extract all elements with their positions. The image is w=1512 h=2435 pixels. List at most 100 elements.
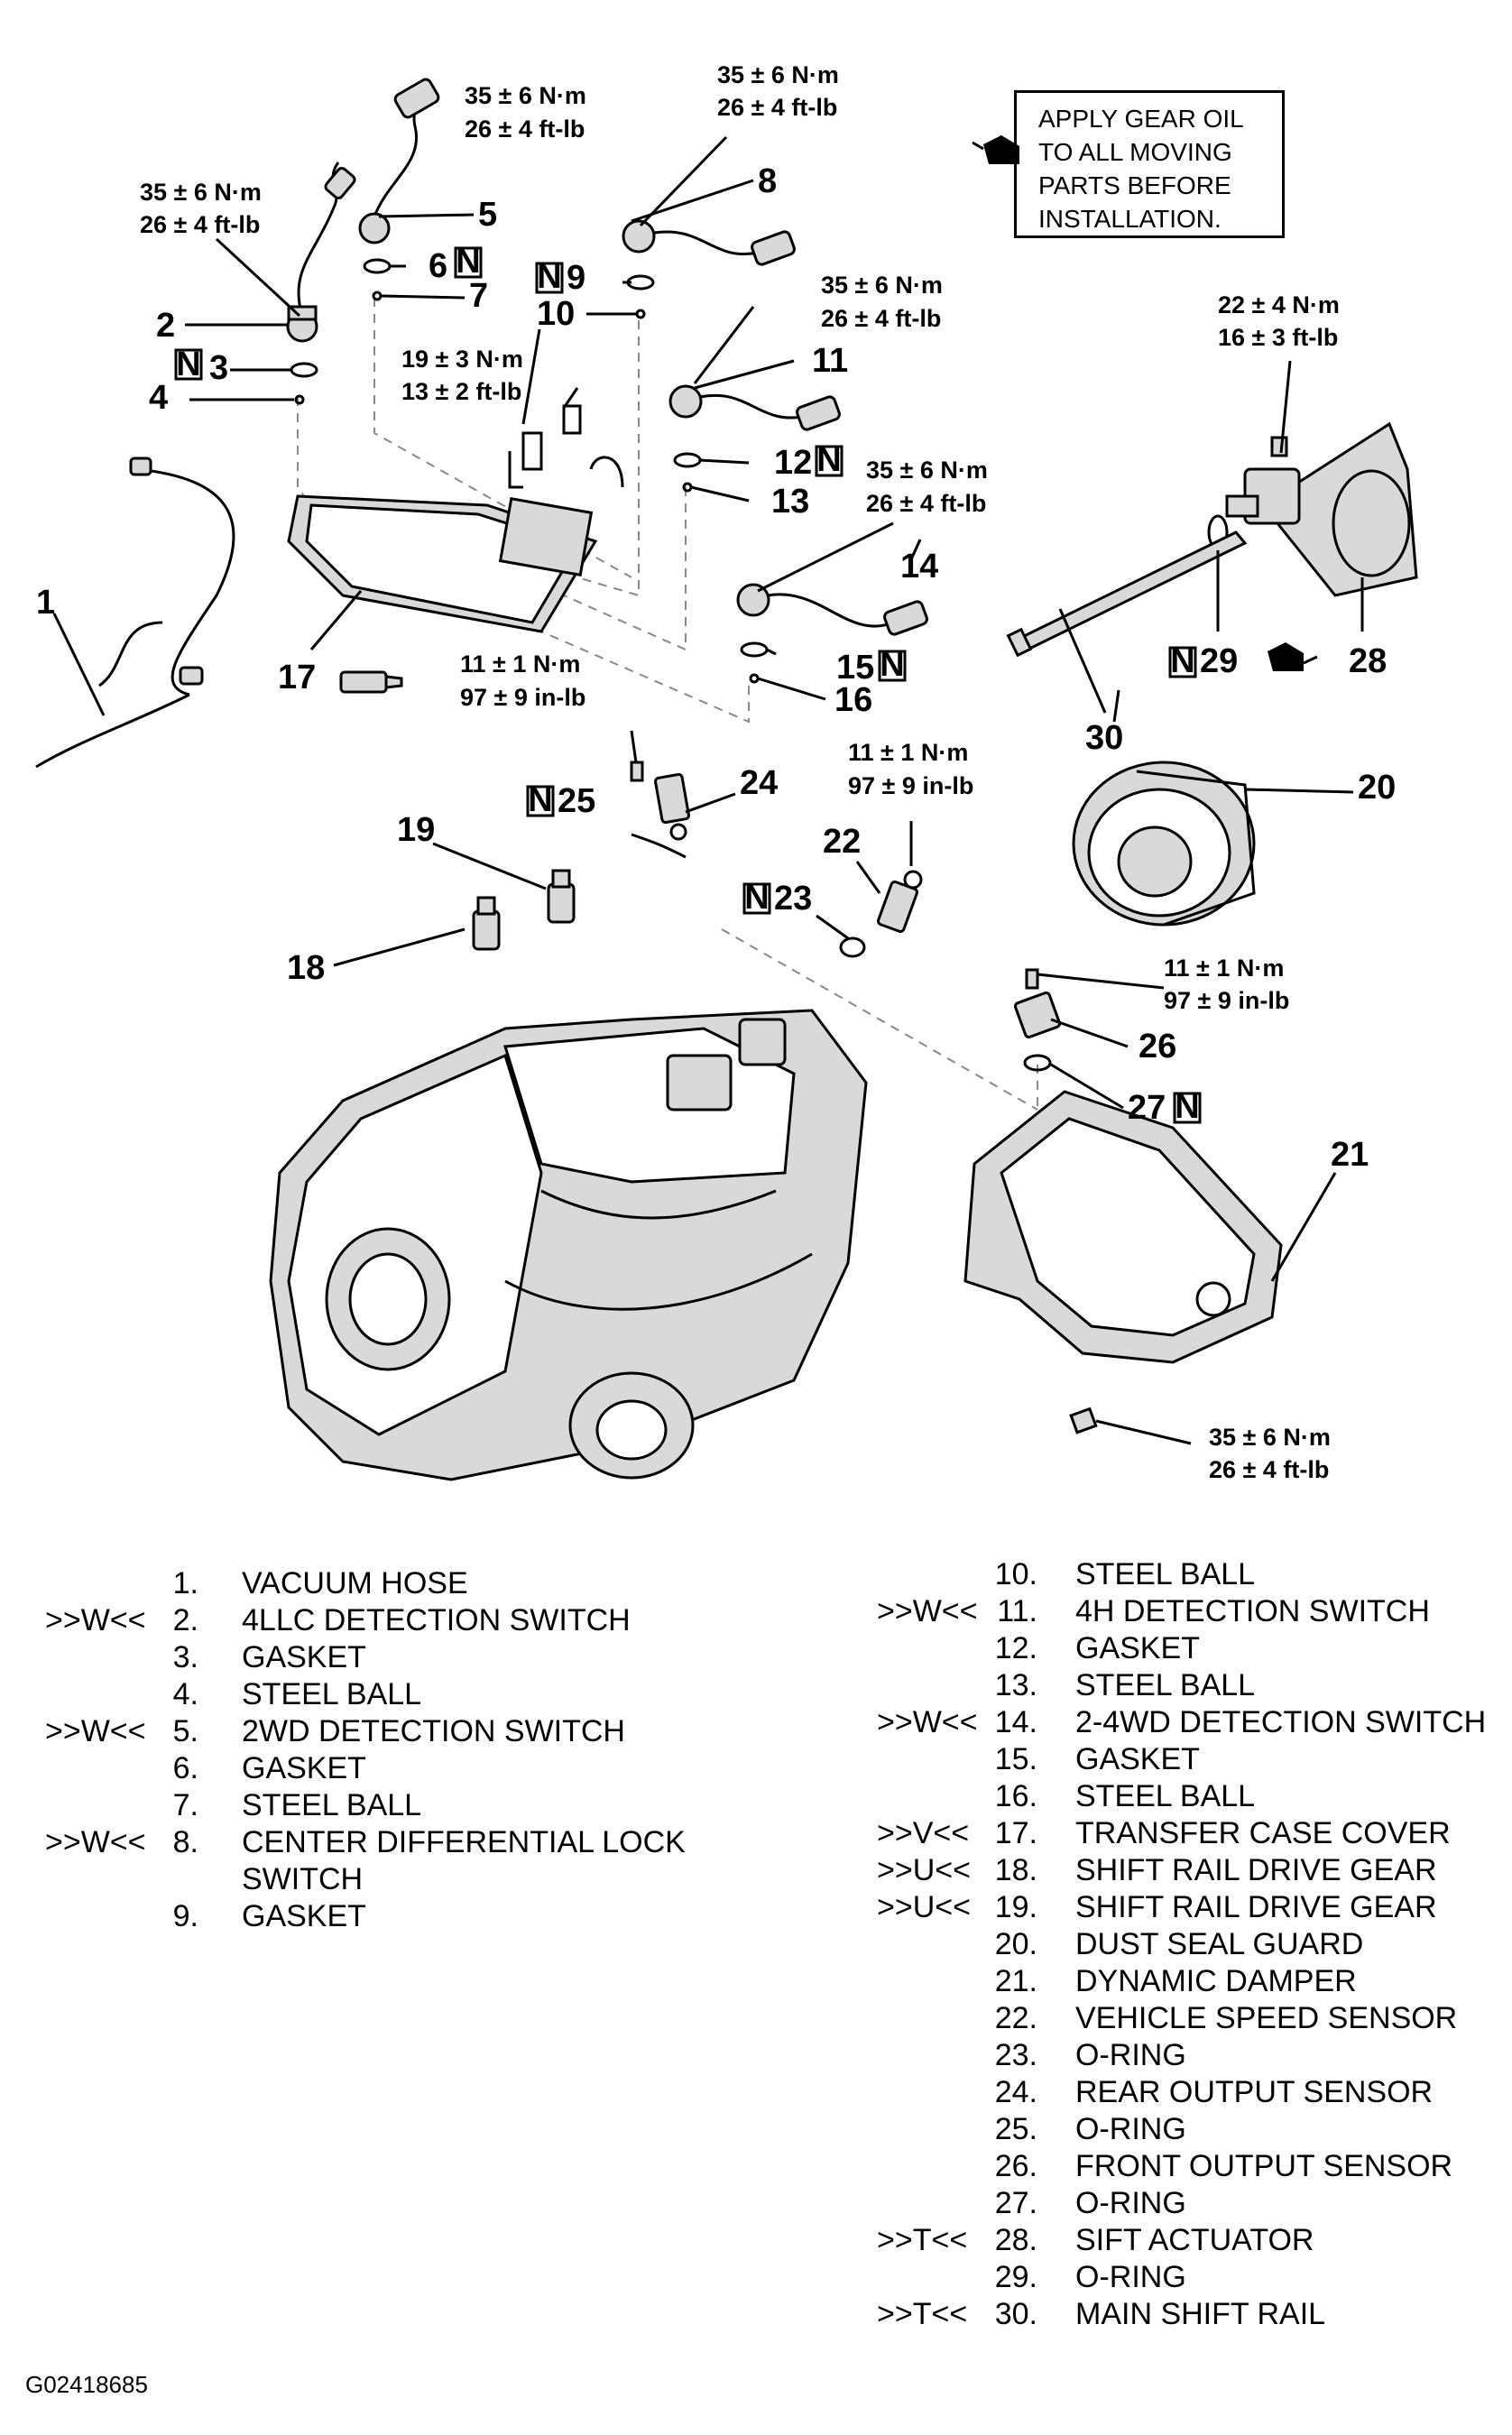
detection-switches <box>286 78 928 636</box>
torque-label: 26 ± 4 ft-lb <box>465 115 585 143</box>
legend-row: 22. VEHICLE SPEED SENSOR <box>877 2000 1508 2037</box>
legend-item-number: 9. <box>172 1899 198 1933</box>
new-part-mark: N <box>537 258 561 296</box>
legend-procedure-mark: >>T<< <box>877 2297 968 2331</box>
legend-procedure-mark: >>U<< <box>877 1890 971 1924</box>
legend-item-number: 30. <box>994 2297 1037 2331</box>
torque-label: 35 ± 6 N·m <box>1209 1424 1331 1451</box>
legend-item-name: O-RING <box>1075 2260 1186 2294</box>
oil-can-icon <box>972 135 1019 164</box>
exploded-parts-diagram: N N N N N N N N N 1 2 3 4 5 6 7 8 9 10 <box>35 61 1418 1483</box>
legend-procedure-mark: >>T<< <box>877 2223 968 2257</box>
note-line: INSTALLATION. <box>1038 205 1222 233</box>
callout-23: 23 <box>774 880 812 918</box>
legend-item-number: 22. <box>994 2001 1037 2035</box>
callout-8: 8 <box>758 162 777 200</box>
legend-item-number: 7. <box>172 1788 198 1822</box>
legend-item-name: 2-4WD DETECTION SWITCH <box>1075 1705 1487 1739</box>
legend-item-name: DYNAMIC DAMPER <box>1075 1964 1357 1998</box>
legend-item-number: 27. <box>994 2186 1037 2220</box>
callout-4: 4 <box>149 379 168 417</box>
legend-row: 16.STEEL BALL <box>877 1778 1508 1815</box>
legend-item-name: 2WD DETECTION SWITCH <box>242 1714 625 1748</box>
callout-6: 6 <box>429 247 447 285</box>
legend-row: >>T<<28.SIFT ACTUATOR <box>877 2222 1508 2259</box>
leader-lines <box>52 135 1364 1445</box>
legend-row: 21. DYNAMIC DAMPER <box>877 1963 1508 2000</box>
callout-5: 5 <box>478 196 497 234</box>
new-part-mark: N <box>816 441 841 479</box>
legend-item-name: STEEL BALL <box>1075 1779 1256 1813</box>
callout-26: 26 <box>1139 1028 1176 1065</box>
legend-row: 24.REAR OUTPUT SENSOR <box>877 2074 1508 2111</box>
legend-row: >>W<<5.2WD DETECTION SWITCH <box>45 1713 731 1750</box>
legend-item-name: CENTER DIFFERENTIAL LOCK <box>242 1825 686 1859</box>
legend-row: 29. O-RING <box>877 2259 1508 2296</box>
torque-label: 97 ± 9 in-lb <box>460 684 585 711</box>
legend-item-number: 18. <box>994 1853 1037 1887</box>
callout-7: 7 <box>469 277 488 315</box>
new-part-mark: N <box>744 879 769 917</box>
legend-row: 6.GASKET <box>45 1750 731 1787</box>
legend-item-number: 20. <box>994 1927 1037 1961</box>
shift-rail-drive-gears <box>472 869 576 951</box>
callout-1: 1 <box>36 584 55 622</box>
legend-item-number: 26. <box>994 2149 1037 2183</box>
legend-item-name: DUST SEAL GUARD <box>1075 1927 1364 1961</box>
legend-item-name: GASKET <box>1075 1631 1200 1665</box>
new-part-marks: N N N N N N N N N <box>174 243 1202 1126</box>
legend-item-number: 1. <box>172 1566 198 1600</box>
new-part-mark: N <box>456 243 480 281</box>
legend-procedure-mark: >>W<< <box>45 1825 146 1859</box>
callout-19: 19 <box>397 811 435 849</box>
torque-label: 97 ± 9 in-lb <box>1164 987 1289 1014</box>
callout-29: 29 <box>1200 642 1238 680</box>
legend-item-number: 5. <box>172 1714 198 1748</box>
legend-item-name: SHIFT RAIL DRIVE GEAR <box>1075 1853 1437 1887</box>
new-part-mark: N <box>176 346 200 383</box>
callout-30: 30 <box>1085 719 1123 757</box>
gear-oil-note: APPLY GEAR OIL TO ALL MOVING PARTS BEFOR… <box>1014 90 1285 238</box>
callout-15: 15 <box>836 649 874 687</box>
legend-row: 13.STEEL BALL <box>877 1667 1508 1704</box>
figure-id: G02418685 <box>25 2371 148 2398</box>
legend-row: 1.VACUUM HOSE <box>45 1565 731 1602</box>
legend-row: 3.GASKET <box>45 1639 731 1676</box>
legend-row: 27.O-RING <box>877 2185 1508 2222</box>
callout-3: 3 <box>209 349 228 387</box>
torque-label: 26 ± 4 ft-lb <box>1209 1456 1329 1483</box>
callout-28: 28 <box>1349 642 1387 680</box>
legend-item-number: 19. <box>994 1890 1037 1924</box>
legend-row: 23.O-RING <box>877 2037 1508 2074</box>
legend-procedure-mark: >>V<< <box>877 1816 970 1850</box>
note-line: PARTS BEFORE <box>1038 171 1231 199</box>
torque-label: 11 ± 1 N·m <box>848 739 968 766</box>
callout-24: 24 <box>740 764 778 802</box>
legend-item-number: 24. <box>994 2075 1037 2109</box>
torque-label: 35 ± 6 N·m <box>140 179 262 206</box>
dust-seal-guard <box>1072 761 1256 927</box>
legend-row: >>V<<17.TRANSFER CASE COVER <box>877 1815 1508 1852</box>
legend-item-number: 2. <box>172 1603 198 1637</box>
callout-18: 18 <box>287 949 325 987</box>
legend-row: >>W<<11.4H DETECTION SWITCH <box>877 1593 1508 1630</box>
legend-item-name: GASKET <box>242 1751 366 1785</box>
legend-item-name: VEHICLE SPEED SENSOR <box>1075 2001 1458 2035</box>
legend-item-name: GASKET <box>1075 1742 1200 1776</box>
torque-label: 26 ± 4 ft-lb <box>821 305 941 332</box>
legend-item-number: 11. <box>997 1594 1037 1628</box>
note-line: TO ALL MOVING <box>1038 138 1232 166</box>
torque-label: 26 ± 4 ft-lb <box>140 211 260 238</box>
main-shift-rail <box>1006 530 1248 658</box>
callout-2: 2 <box>156 307 175 345</box>
legend-item-name: TRANSFER CASE COVER <box>1075 1816 1451 1850</box>
assembly-guide-lines <box>297 298 1038 1119</box>
legend-item-number: 21. <box>994 1964 1037 1998</box>
legend-item-number: 29. <box>994 2260 1037 2294</box>
legend-item-name: GASKET <box>242 1899 366 1933</box>
legend-item-number: 14. <box>994 1705 1037 1739</box>
legend-item-name: STEEL BALL <box>1075 1668 1256 1702</box>
legend-row: >>W<<8.CENTER DIFFERENTIAL LOCK <box>45 1824 731 1861</box>
legend-item-name: STEEL BALL <box>242 1677 422 1711</box>
torque-label: 16 ± 3 ft-lb <box>1218 324 1338 351</box>
